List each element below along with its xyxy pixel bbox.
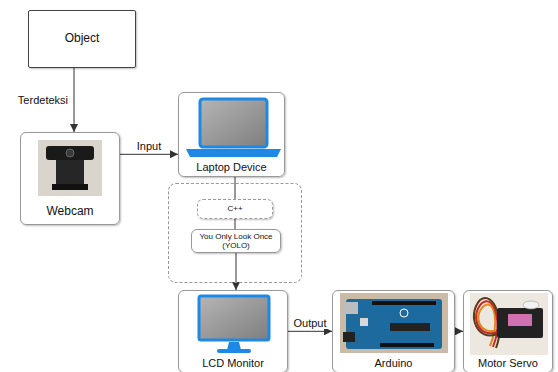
webcam-photo — [38, 140, 102, 196]
pin-header — [380, 343, 434, 347]
webcam-stand — [56, 160, 84, 185]
photo-background — [38, 140, 102, 196]
servo-wire — [474, 298, 500, 348]
webcam-base — [52, 184, 88, 190]
node-text: Motor Servo — [478, 357, 538, 370]
power-jack — [343, 332, 355, 342]
servo-body — [497, 308, 543, 338]
connector-arrow — [120, 154, 178, 155]
crystal — [360, 318, 368, 326]
node-text: Webcam — [46, 205, 93, 219]
laptop-box: Laptop Device — [178, 92, 285, 177]
webcam-lens — [66, 149, 74, 157]
servo-sticker — [508, 314, 532, 326]
connector-arrow — [455, 331, 463, 332]
servo-photo — [470, 293, 548, 355]
connector-arrow — [235, 219, 236, 229]
monitor-icon — [199, 296, 269, 353]
node-text: Arduino — [375, 357, 413, 370]
servo-wire — [476, 301, 497, 347]
connector-arrow — [288, 331, 332, 332]
edge-label: Terdeteksi — [16, 94, 70, 107]
connector-arrow — [74, 68, 75, 132]
servo-horn — [523, 301, 539, 309]
arduino-board — [346, 299, 442, 349]
usb-port — [343, 302, 358, 314]
node-text: Laptop Device — [196, 161, 266, 174]
arduino-photo — [340, 293, 448, 353]
pin-header — [372, 301, 436, 305]
object-box: Object — [28, 10, 136, 68]
arduino-box: Arduino — [332, 290, 455, 372]
webcam-body — [46, 146, 94, 160]
servo-box: Motor Servo — [463, 290, 553, 372]
node-text: C++ — [227, 204, 242, 213]
connector-arrow — [235, 177, 236, 199]
group-box: C++ You Only Look Once (YOLO) — [168, 183, 302, 283]
board-logo — [400, 309, 408, 317]
node-text: LCD Monitor — [202, 357, 264, 370]
chip — [390, 323, 430, 331]
laptop-icon — [186, 99, 281, 157]
monitor-stand — [227, 342, 241, 350]
node-text: You Only Look Once (YOLO) — [195, 232, 277, 250]
edge-label: Output — [291, 317, 328, 330]
monitor-screen — [199, 296, 269, 340]
photo-background — [340, 293, 448, 353]
webcam-box: Webcam — [20, 132, 120, 225]
laptop-base — [186, 149, 281, 157]
laptop-screen — [200, 99, 267, 147]
photo-background — [470, 293, 548, 355]
edge-label: Input — [135, 140, 163, 153]
algorithm-box: You Only Look Once (YOLO) — [191, 229, 281, 253]
servo-wire — [478, 304, 497, 346]
node-text: Object — [65, 32, 100, 46]
monitor-foot — [217, 349, 251, 353]
monitor-box: LCD Monitor — [178, 290, 288, 372]
connector-arrow — [236, 253, 237, 290]
language-box: C++ — [197, 199, 273, 219]
